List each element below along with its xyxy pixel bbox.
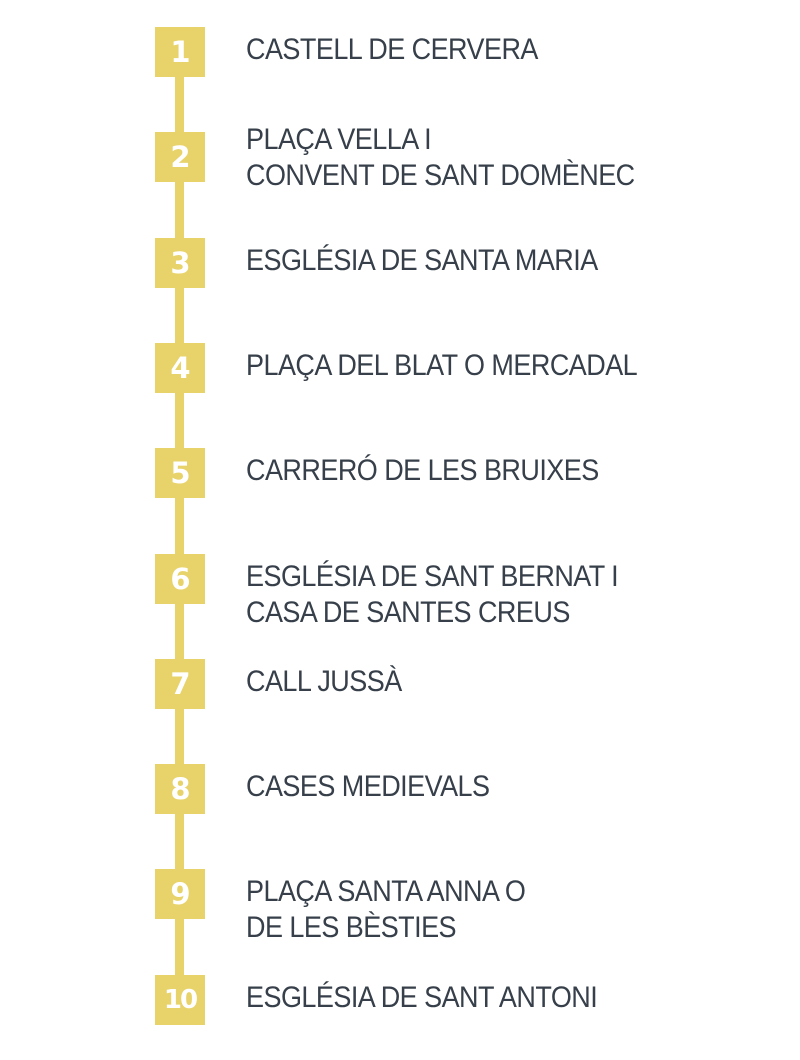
stop-number-badge: 5 (155, 448, 205, 498)
stop-label-line: PLAÇA VELLA I (246, 123, 432, 156)
stop-number-badge: 10 (155, 975, 205, 1025)
stop-label: PLAÇA VELLA I CONVENT DE SANT DOMÈNEC (246, 122, 732, 194)
stop-label: ESGLÉSIA DE SANTA MARIA (246, 243, 732, 279)
route-stop-10: 10 ESGLÉSIA DE SANT ANTONI (0, 975, 800, 1025)
stop-label-line: PLAÇA SANTA ANNA O (246, 875, 526, 908)
stop-label: PLAÇA DEL BLAT O MERCADAL (246, 348, 732, 384)
route-stop-8: 8 CASES MEDIEVALS (0, 764, 800, 814)
stop-number-badge: 7 (155, 659, 205, 709)
stop-number-badge: 4 (155, 343, 205, 393)
stop-label: CASES MEDIEVALS (246, 769, 732, 805)
stop-number-badge: 1 (155, 27, 205, 77)
stop-label-line: CASA DE SANTES CREUS (246, 596, 570, 629)
route-stop-4: 4 PLAÇA DEL BLAT O MERCADAL (0, 343, 800, 393)
stop-label: CARRERÓ DE LES BRUIXES (246, 453, 732, 489)
stop-label-line: ESGLÉSIA DE SANT BERNAT I (246, 560, 619, 593)
stop-number-badge: 8 (155, 764, 205, 814)
route-stop-9: 9 PLAÇA SANTA ANNA O DE LES BÈSTIES (0, 869, 800, 944)
stop-number-badge: 9 (155, 869, 205, 919)
route-stop-6: 6 ESGLÉSIA DE SANT BERNAT I CASA DE SANT… (0, 554, 800, 629)
stop-label: PLAÇA SANTA ANNA O DE LES BÈSTIES (246, 874, 732, 946)
stop-label-line: CONVENT DE SANT DOMÈNEC (246, 159, 635, 192)
stop-label-line: CALL JUSSÀ (246, 665, 402, 698)
route-stop-3: 3 ESGLÉSIA DE SANTA MARIA (0, 238, 800, 288)
stop-label-line: ESGLÉSIA DE SANT ANTONI (246, 981, 598, 1014)
stop-number-badge: 2 (155, 132, 205, 182)
route-stop-2: 2 PLAÇA VELLA I CONVENT DE SANT DOMÈNEC (0, 123, 800, 192)
route-line (175, 40, 184, 1000)
stop-number-badge: 3 (155, 238, 205, 288)
route-stop-7: 7 CALL JUSSÀ (0, 659, 800, 709)
route-stop-5: 5 CARRERÓ DE LES BRUIXES (0, 448, 800, 498)
stop-label: ESGLÉSIA DE SANT ANTONI (246, 980, 732, 1016)
stop-label-line: CASES MEDIEVALS (246, 770, 490, 803)
stop-number-badge: 6 (155, 554, 205, 604)
stop-label-line: PLAÇA DEL BLAT O MERCADAL (246, 349, 638, 382)
stop-label: CALL JUSSÀ (246, 664, 732, 700)
stop-label-line: ESGLÉSIA DE SANTA MARIA (246, 244, 598, 277)
stop-label-line: CARRERÓ DE LES BRUIXES (246, 454, 599, 487)
stop-label: ESGLÉSIA DE SANT BERNAT I CASA DE SANTES… (246, 559, 732, 631)
route-stop-1: 1 CASTELL DE CERVERA (0, 27, 800, 77)
stop-label-line: CASTELL DE CERVERA (246, 33, 538, 66)
stop-label: CASTELL DE CERVERA (246, 32, 732, 68)
stop-label-line: DE LES BÈSTIES (246, 911, 457, 944)
